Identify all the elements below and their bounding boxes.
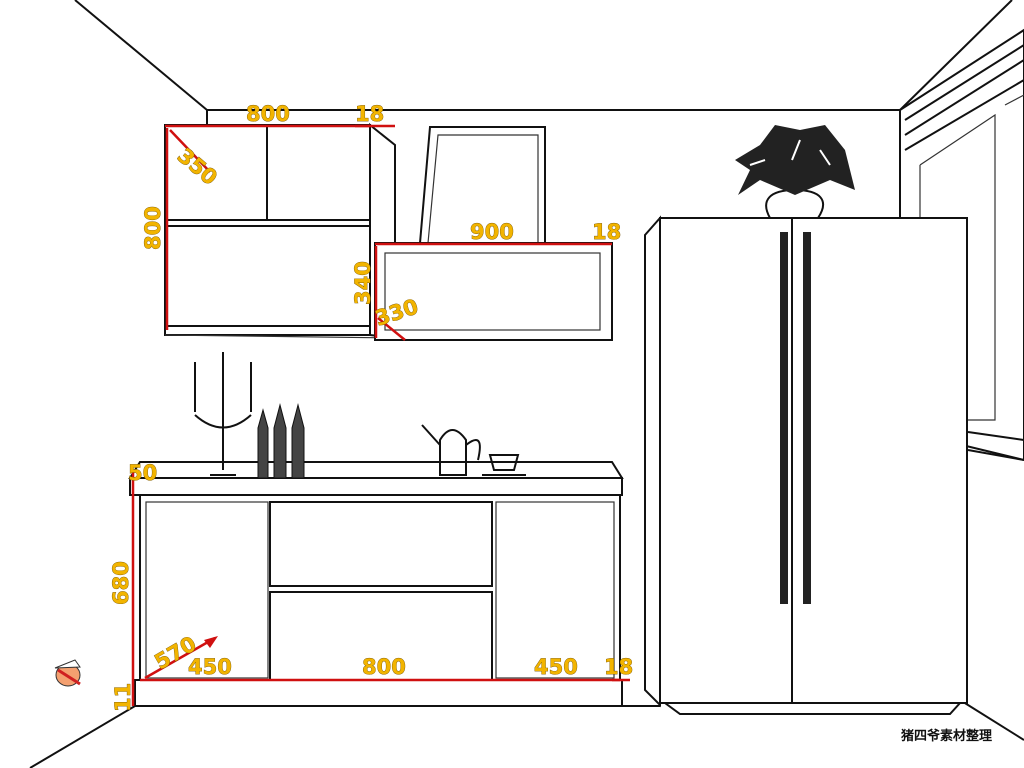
upper-width-label: 800: [246, 102, 290, 126]
hood-width-label: 900: [470, 220, 514, 244]
hood-height-label: 340: [351, 261, 375, 305]
range-hood: [374, 126, 613, 341]
pig-logo: [54, 659, 81, 687]
candelabra: [194, 352, 252, 476]
plinth-label: 11: [111, 683, 135, 712]
base-height-label: 680: [109, 561, 133, 605]
dimension-lines: [131, 124, 630, 706]
teapot-and-cup: [421, 424, 526, 479]
refrigerator: [644, 215, 968, 715]
hood-panel-label: 18: [592, 220, 621, 244]
right-width-label: 450: [534, 655, 578, 679]
base-cabinet: [128, 461, 624, 707]
dimension-labels: 800 18 350 800 900 18 340 330 50 680 570…: [109, 102, 634, 713]
upper-panel-label: 18: [355, 102, 384, 126]
watermark: 猪四爷素材整理: [900, 728, 992, 744]
base-panel-label: 18: [604, 655, 633, 679]
flower-vase: [735, 125, 855, 219]
middle-width-label: 800: [362, 655, 406, 679]
upper-height-label: 800: [141, 206, 165, 250]
backsplash-label: 50: [128, 461, 157, 485]
wine-bottles: [257, 403, 305, 479]
left-width-label: 450: [188, 655, 232, 679]
